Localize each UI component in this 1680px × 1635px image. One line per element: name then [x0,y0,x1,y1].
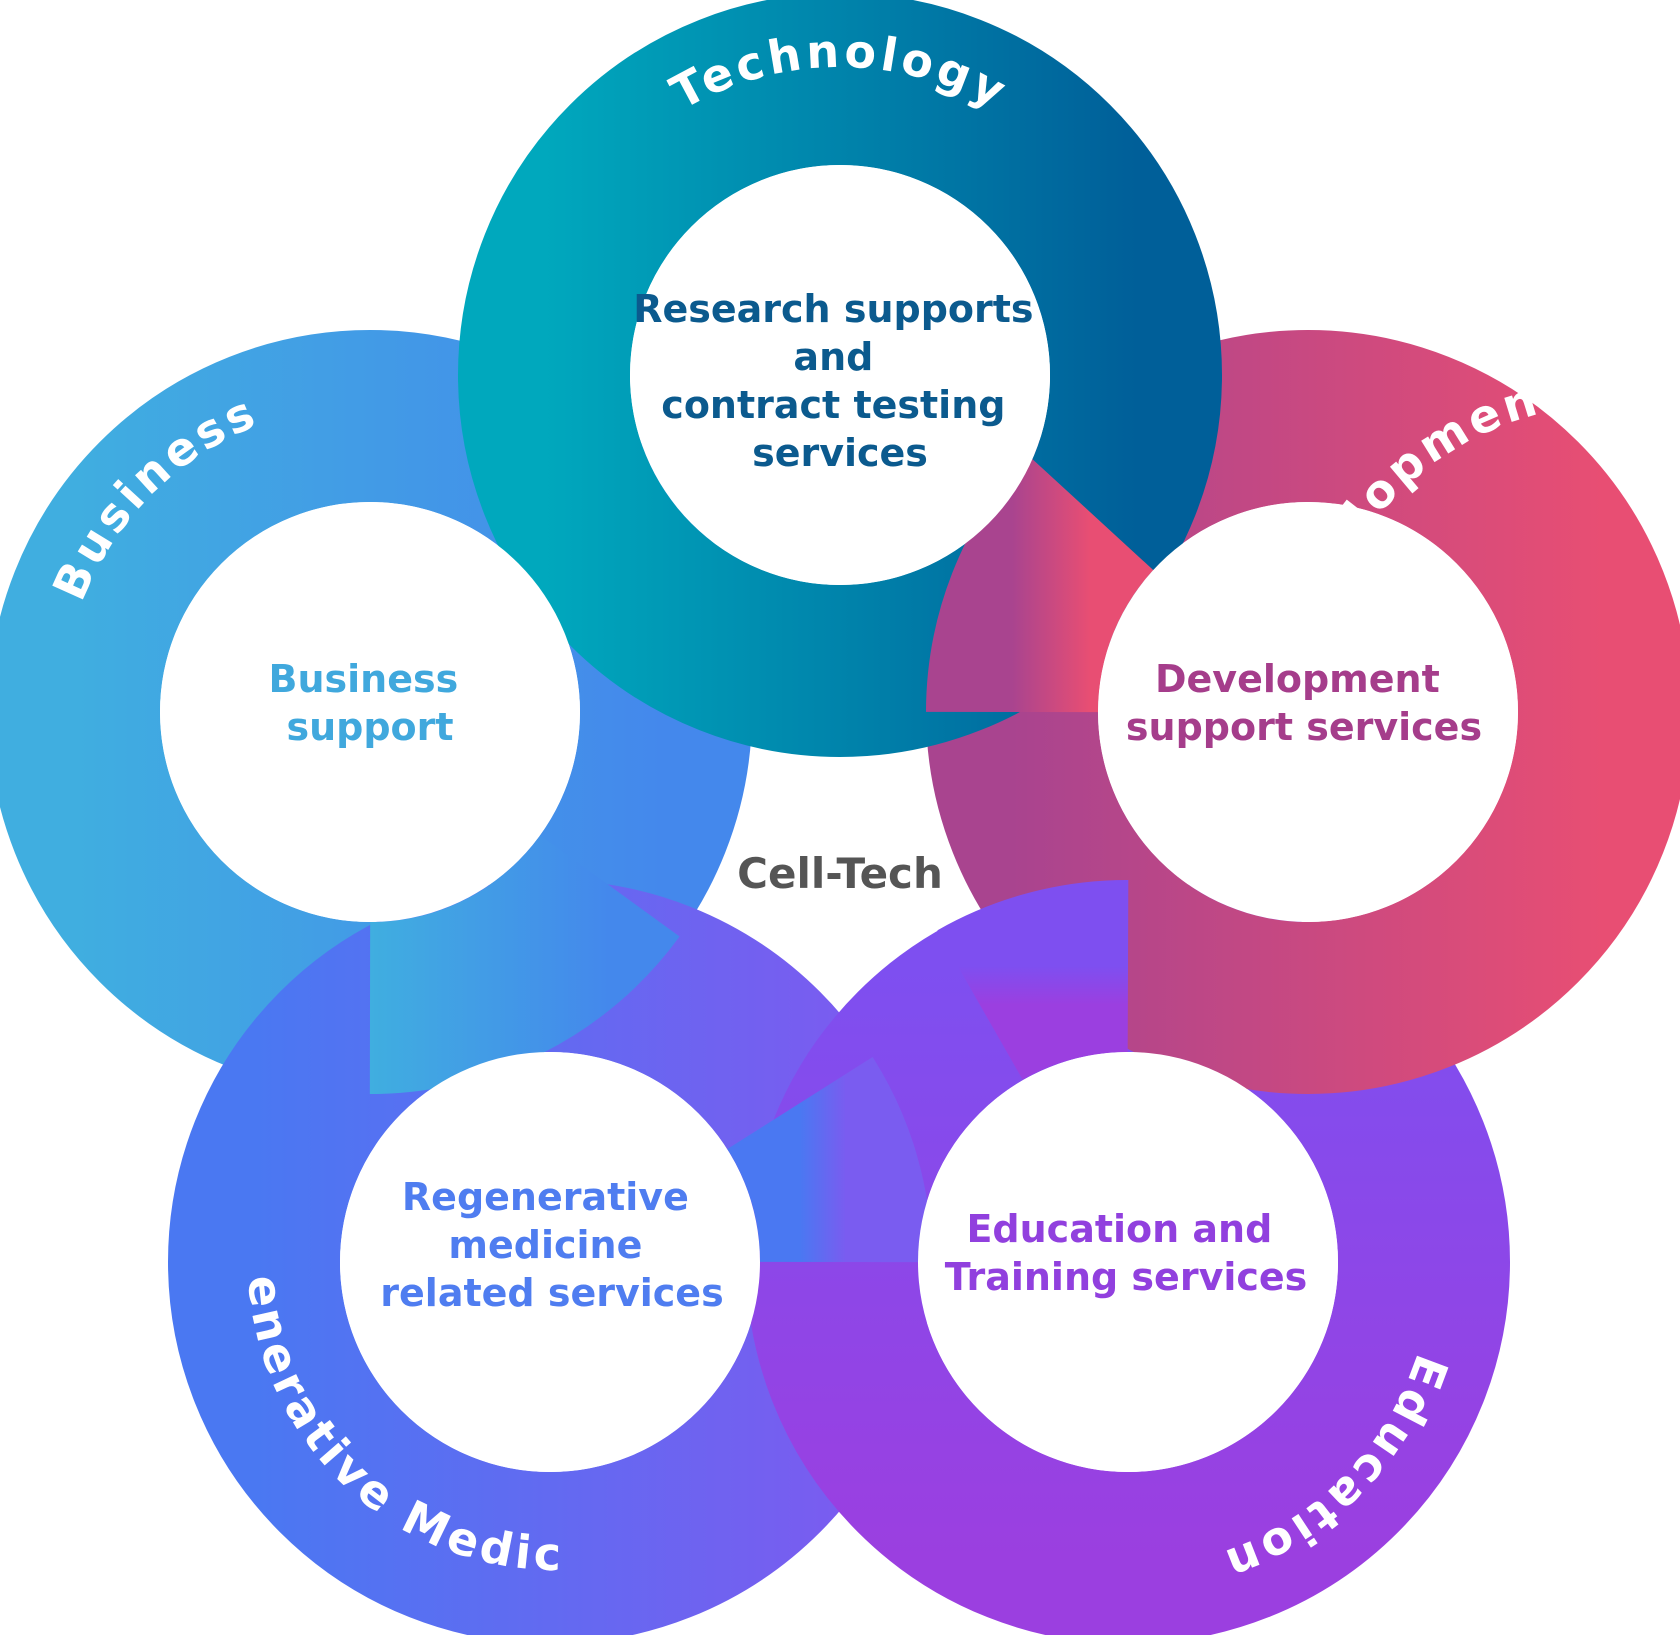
disc-business [160,502,580,922]
ring-regenerative-medicine-overlap [726,1056,933,1264]
disc-technology [630,165,1050,585]
service-line: Business [269,657,459,701]
disc-education [918,1052,1338,1472]
service-line: medicine [448,1223,642,1267]
service-line: related services [380,1271,723,1315]
ring-technology [458,0,1222,757]
service-text-business: Business support [269,657,472,749]
service-text-technology: Research supports and contract testing s… [633,287,1047,475]
service-line: Regenerative [402,1175,689,1219]
ring-education-overlap [937,879,1130,1081]
service-line: services [752,431,928,475]
service-line: and [793,335,873,379]
service-line: support services [1126,705,1482,749]
service-line: Training services [945,1255,1308,1299]
ring-business-overlap [368,834,680,1095]
disc-regenerative-medicine [340,1052,760,1472]
disc-development [1098,502,1518,922]
service-text-regenerative-medicine: Regenerative medicine related services [380,1175,723,1315]
service-line: support [286,705,453,749]
service-line: Research supports [633,287,1033,331]
service-text-education: Education and Training services [945,1207,1308,1299]
service-text-development: Development support services [1126,657,1482,749]
center-label: Cell-Tech [737,849,943,898]
ring-development-overlap [926,453,1155,714]
service-line: contract testing [661,383,1005,427]
service-line: Education and [966,1207,1272,1251]
service-line: Development [1155,657,1440,701]
